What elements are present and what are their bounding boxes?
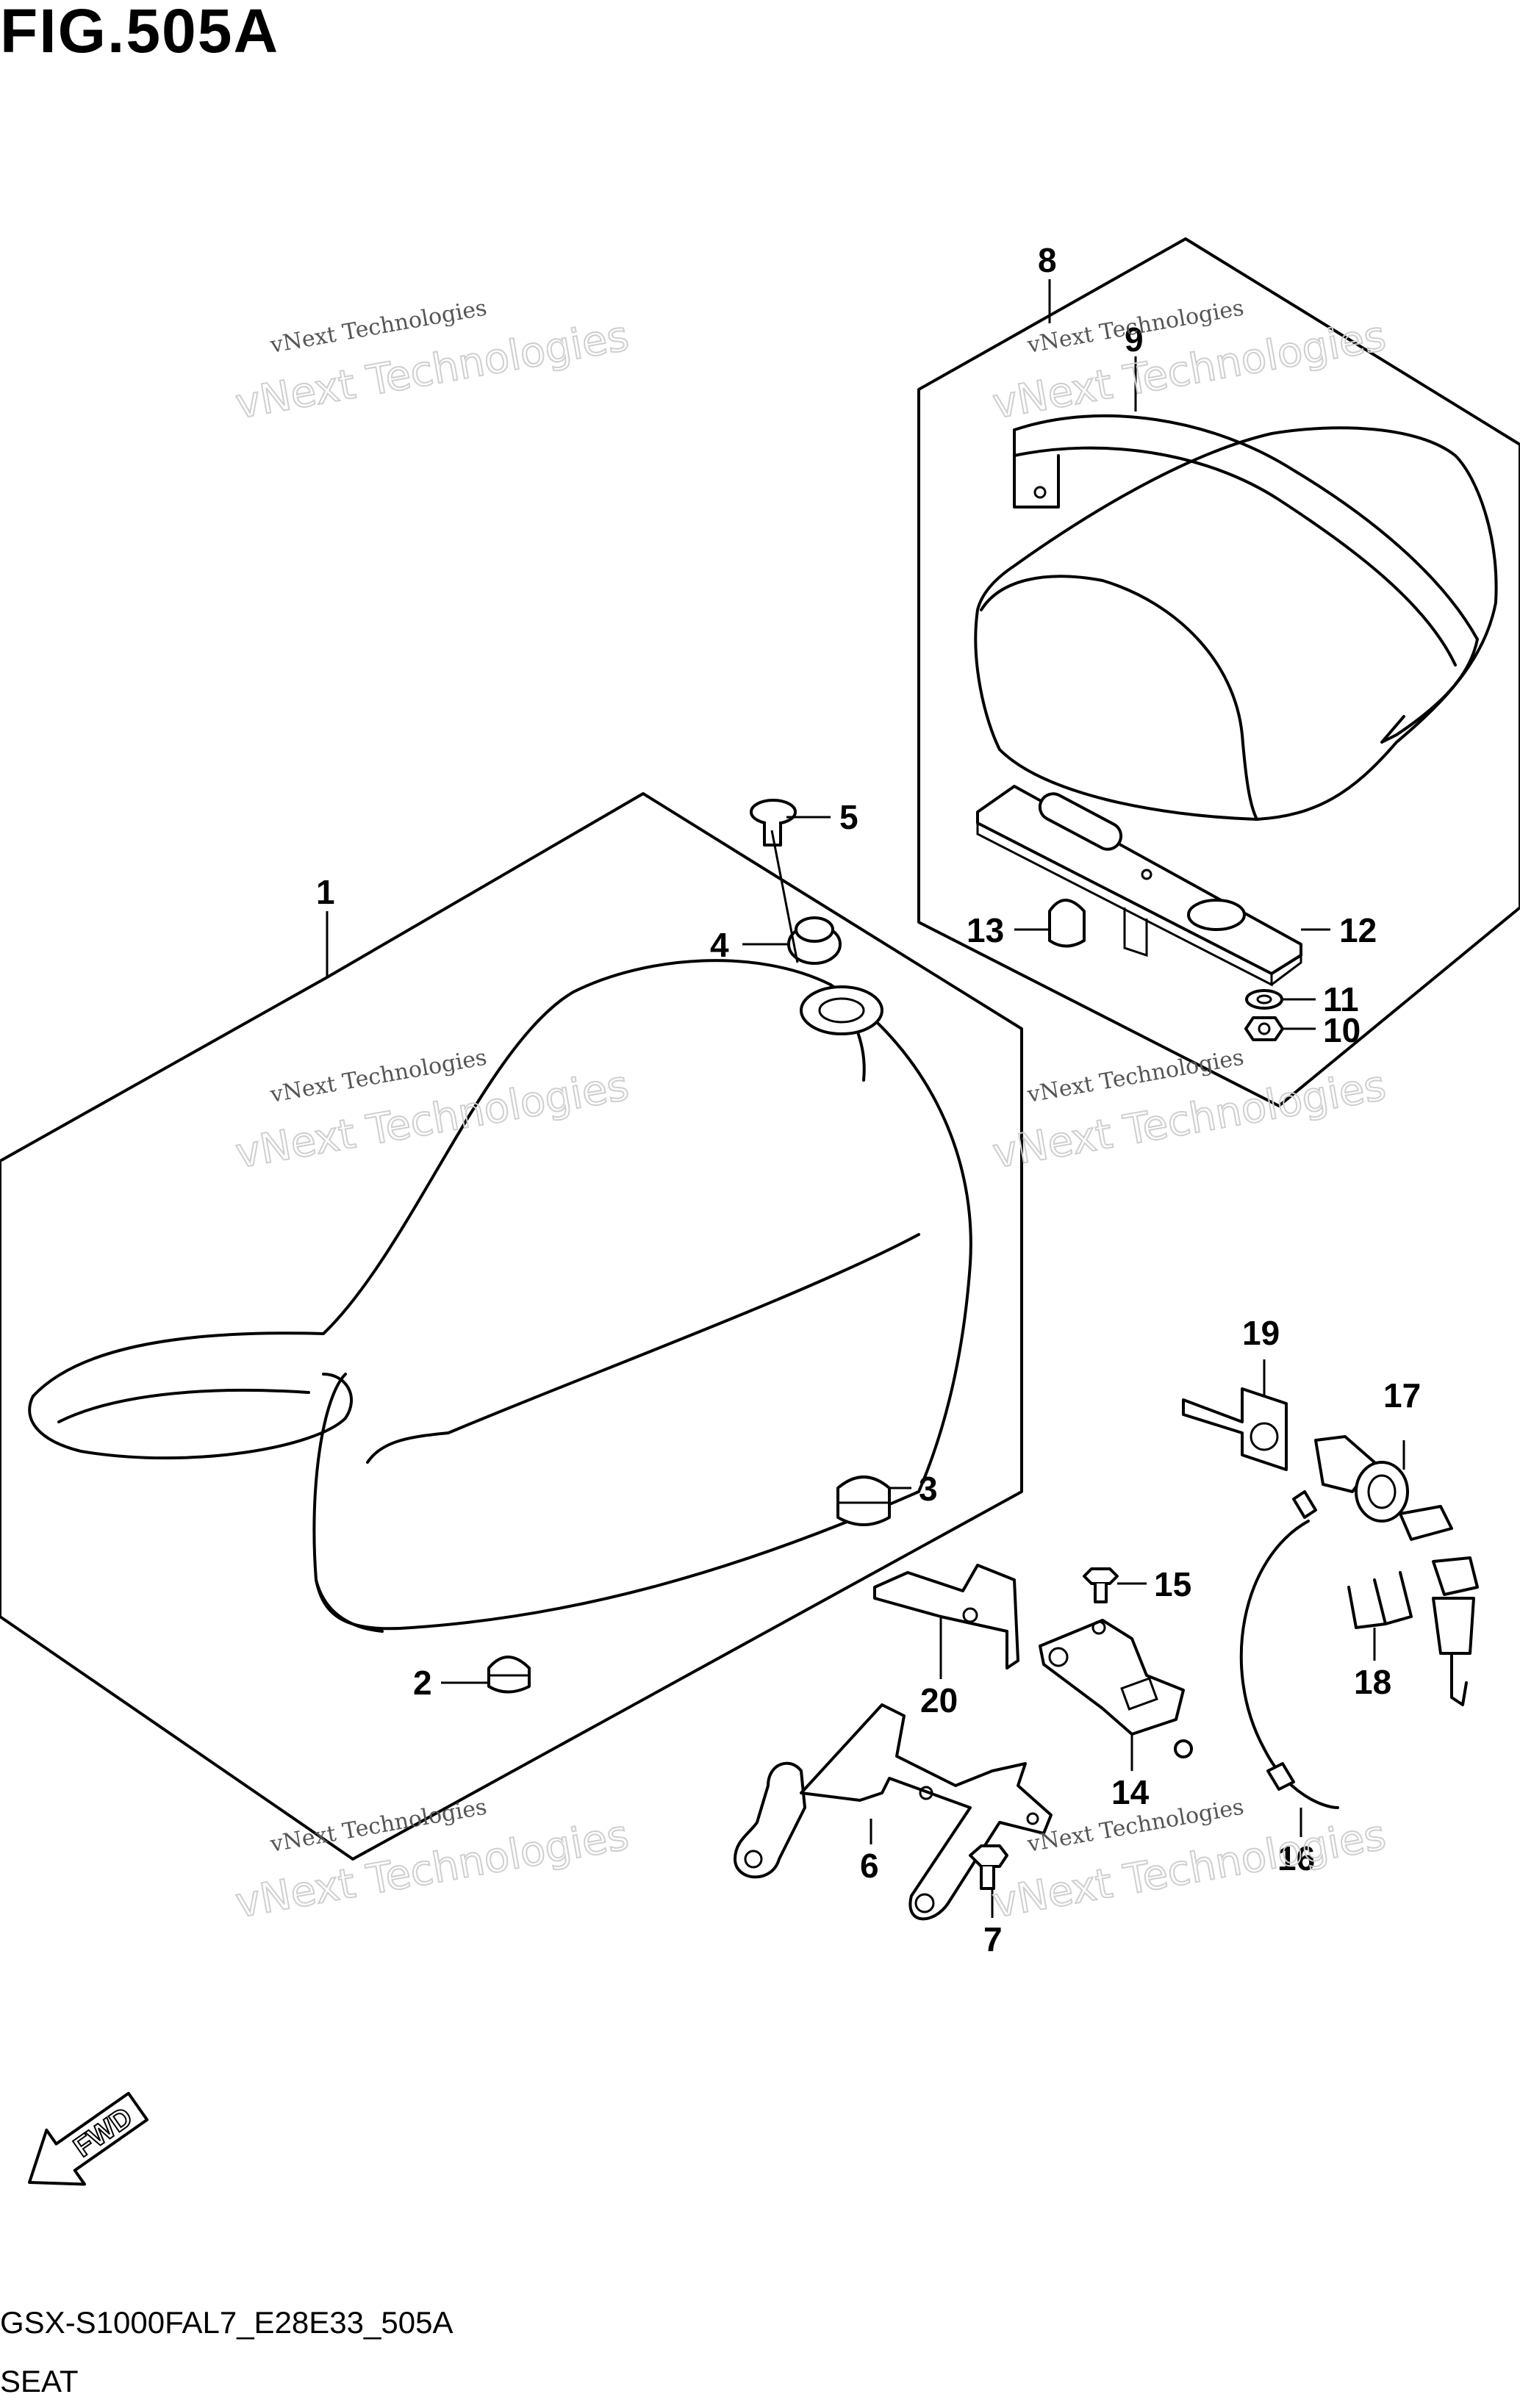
part-11-washer (1245, 989, 1283, 1010)
callout-2: 2 (413, 1664, 432, 1702)
part-17-lock-set (1314, 1435, 1479, 1706)
part-15-bolt (1083, 1567, 1119, 1603)
rear-seat-frame (917, 237, 1520, 1107)
part-4-grommet (787, 916, 842, 965)
callout-17: 17 (1383, 1376, 1421, 1415)
main-seat-illustration (28, 959, 972, 1633)
callout-7: 7 (983, 1920, 1003, 1958)
seat-hook-ring (800, 985, 883, 1035)
part-3-cushion (836, 1476, 891, 1526)
callout-10: 10 (1323, 1011, 1361, 1049)
callout-14: 14 (1111, 1773, 1150, 1811)
callout-13: 13 (967, 911, 1004, 949)
callout-1: 1 (316, 873, 335, 911)
callout-6: 6 (860, 1847, 879, 1885)
callout-8: 8 (1038, 241, 1057, 279)
part-10-nut (1244, 1016, 1284, 1041)
figure-code: GSX-S1000FAL7_E28E33_505A (0, 2305, 454, 2340)
callout-16: 16 (1277, 1839, 1315, 1877)
watermarks: vNext Technologies vNext Technologies vN… (232, 295, 1390, 1928)
callout-15: 15 (1154, 1565, 1191, 1603)
leader-lines (326, 279, 1405, 1918)
part-13-cushion (1048, 899, 1086, 948)
part-7-bolt (969, 1844, 1008, 1890)
callout-9: 9 (1125, 320, 1144, 359)
part-6-bracket (734, 1703, 1053, 1921)
callout-labels: 1 2 3 4 5 6 7 8 9 10 11 12 13 14 15 16 1… (316, 241, 1421, 1958)
part-18-clip (1347, 1571, 1413, 1629)
part-12-bracket (976, 785, 1302, 987)
fwd-arrow: FWD (28, 2091, 149, 2186)
callout-4: 4 (710, 926, 729, 964)
callout-20: 20 (920, 1681, 958, 1719)
callout-12: 12 (1339, 911, 1377, 949)
callout-5: 5 (839, 798, 858, 836)
main-seat-frame (0, 792, 1023, 1861)
part-19-bracket (1182, 1387, 1288, 1471)
figure-title: FIG.505A (0, 0, 280, 65)
callout-11: 11 (1323, 980, 1359, 1018)
part-16-cable (1174, 1490, 1339, 1809)
callout-19: 19 (1242, 1314, 1280, 1352)
rear-seat-illustration (974, 414, 1498, 821)
part-2-cushion (487, 1656, 531, 1694)
callout-3: 3 (919, 1470, 938, 1508)
callout-18: 18 (1354, 1663, 1391, 1701)
part-14-latch (1039, 1619, 1185, 1736)
part-20-bracket (873, 1564, 1019, 1670)
figure-name: SEAT (0, 2364, 79, 2398)
part-5-bolt (750, 799, 797, 847)
